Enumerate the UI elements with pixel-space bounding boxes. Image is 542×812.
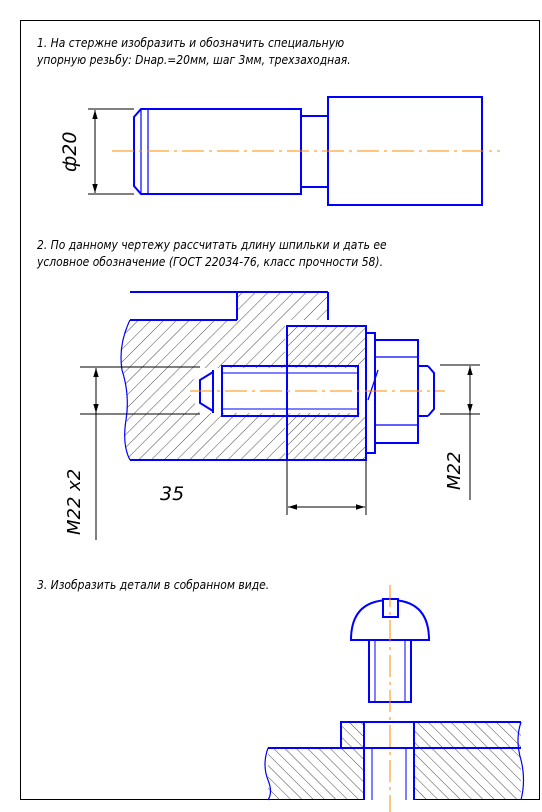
- dim-diameter-20: ф20: [59, 132, 81, 172]
- task1-text-line2: упорную резьбу: Dнар.=20мм, шаг 3мм, тре…: [37, 52, 351, 67]
- task3-plates-outline: [264, 721, 525, 801]
- task3-text-line1: 3. Изобразить детали в собранном виде.: [37, 577, 270, 592]
- dim-m22-right: M22: [444, 452, 465, 490]
- task2-clamped-part: [287, 326, 366, 460]
- dim-m22x2: M22 x2: [64, 469, 85, 535]
- task2-dimensions: [80, 364, 480, 540]
- task1-text-line1: 1. На стержне изобразить и обозначить сп…: [37, 35, 345, 50]
- task2-base-outline: [120, 291, 329, 461]
- task2-text-line1: 2. По данному чертежу рассчитать длину ш…: [37, 237, 387, 252]
- task2-clamped-outline: [286, 325, 419, 461]
- nut: [374, 339, 419, 444]
- task2-base-part: [121, 292, 328, 460]
- task1-diameter-dimension: [88, 108, 134, 195]
- task3-plates: [268, 722, 521, 800]
- task2-text-line2: условное обозначение (ГОСТ 22034-76, кла…: [37, 254, 383, 269]
- dim-depth-35: 35: [160, 483, 184, 505]
